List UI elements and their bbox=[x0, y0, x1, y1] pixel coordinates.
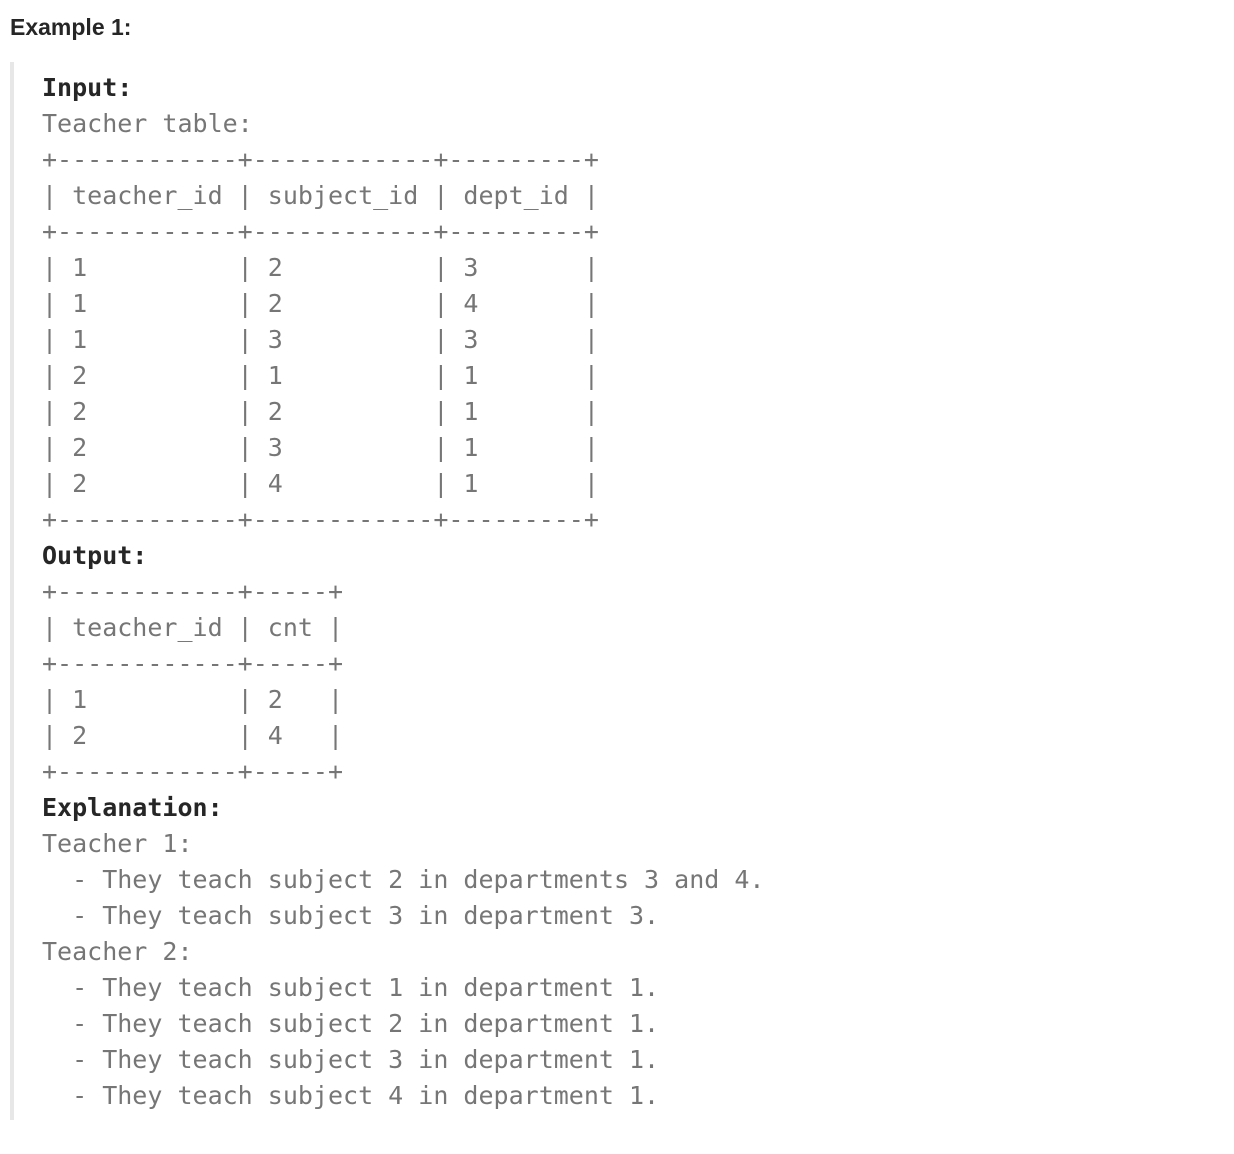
input-table-row: | 2 | 2 | 1 | bbox=[42, 397, 599, 426]
explanation-line: - They teach subject 4 in department 1. bbox=[42, 1081, 660, 1110]
input-table-row: | 1 | 2 | 3 | bbox=[42, 253, 599, 282]
input-table-row: | 2 | 4 | 1 | bbox=[42, 469, 599, 498]
output-table-row: | 1 | 2 | bbox=[42, 685, 344, 714]
output-label: Output: bbox=[42, 541, 148, 570]
explanation-line: - They teach subject 2 in departments 3 … bbox=[42, 865, 765, 894]
explanation-line: Teacher 2: bbox=[42, 937, 193, 966]
input-table-row: | 2 | 1 | 1 | bbox=[42, 361, 599, 390]
input-table-row: | 1 | 2 | 4 | bbox=[42, 289, 599, 318]
input-table-border: +------------+------------+---------+ bbox=[42, 217, 599, 246]
output-table-border: +------------+-----+ bbox=[42, 757, 344, 786]
input-table-row: | 1 | 3 | 3 | bbox=[42, 325, 599, 354]
input-table-border: +------------+------------+---------+ bbox=[42, 505, 599, 534]
input-table-header: | teacher_id | subject_id | dept_id | bbox=[42, 181, 599, 210]
example-title: Example 1: bbox=[10, 14, 132, 40]
output-table-border: +------------+-----+ bbox=[42, 649, 344, 678]
output-table-row: | 2 | 4 | bbox=[42, 721, 344, 750]
explanation-line: - They teach subject 3 in department 3. bbox=[42, 901, 660, 930]
input-table-caption: Teacher table: bbox=[42, 109, 253, 138]
input-label: Input: bbox=[42, 73, 133, 102]
example-code-block: Input: Teacher table: +------------+----… bbox=[10, 62, 1214, 1120]
explanation-line: - They teach subject 3 in department 1. bbox=[42, 1045, 660, 1074]
output-table-header: | teacher_id | cnt | bbox=[42, 613, 344, 642]
explanation-label: Explanation: bbox=[42, 793, 223, 822]
output-table-border: +------------+-----+ bbox=[42, 577, 344, 606]
explanation-line: - They teach subject 2 in department 1. bbox=[42, 1009, 660, 1038]
explanation-line: Teacher 1: bbox=[42, 829, 193, 858]
input-table-border: +------------+------------+---------+ bbox=[42, 145, 599, 174]
explanation-line: - They teach subject 1 in department 1. bbox=[42, 973, 660, 1002]
input-table-row: | 2 | 3 | 1 | bbox=[42, 433, 599, 462]
example-section: Example 1: Input: Teacher table: +------… bbox=[10, 14, 1214, 1120]
